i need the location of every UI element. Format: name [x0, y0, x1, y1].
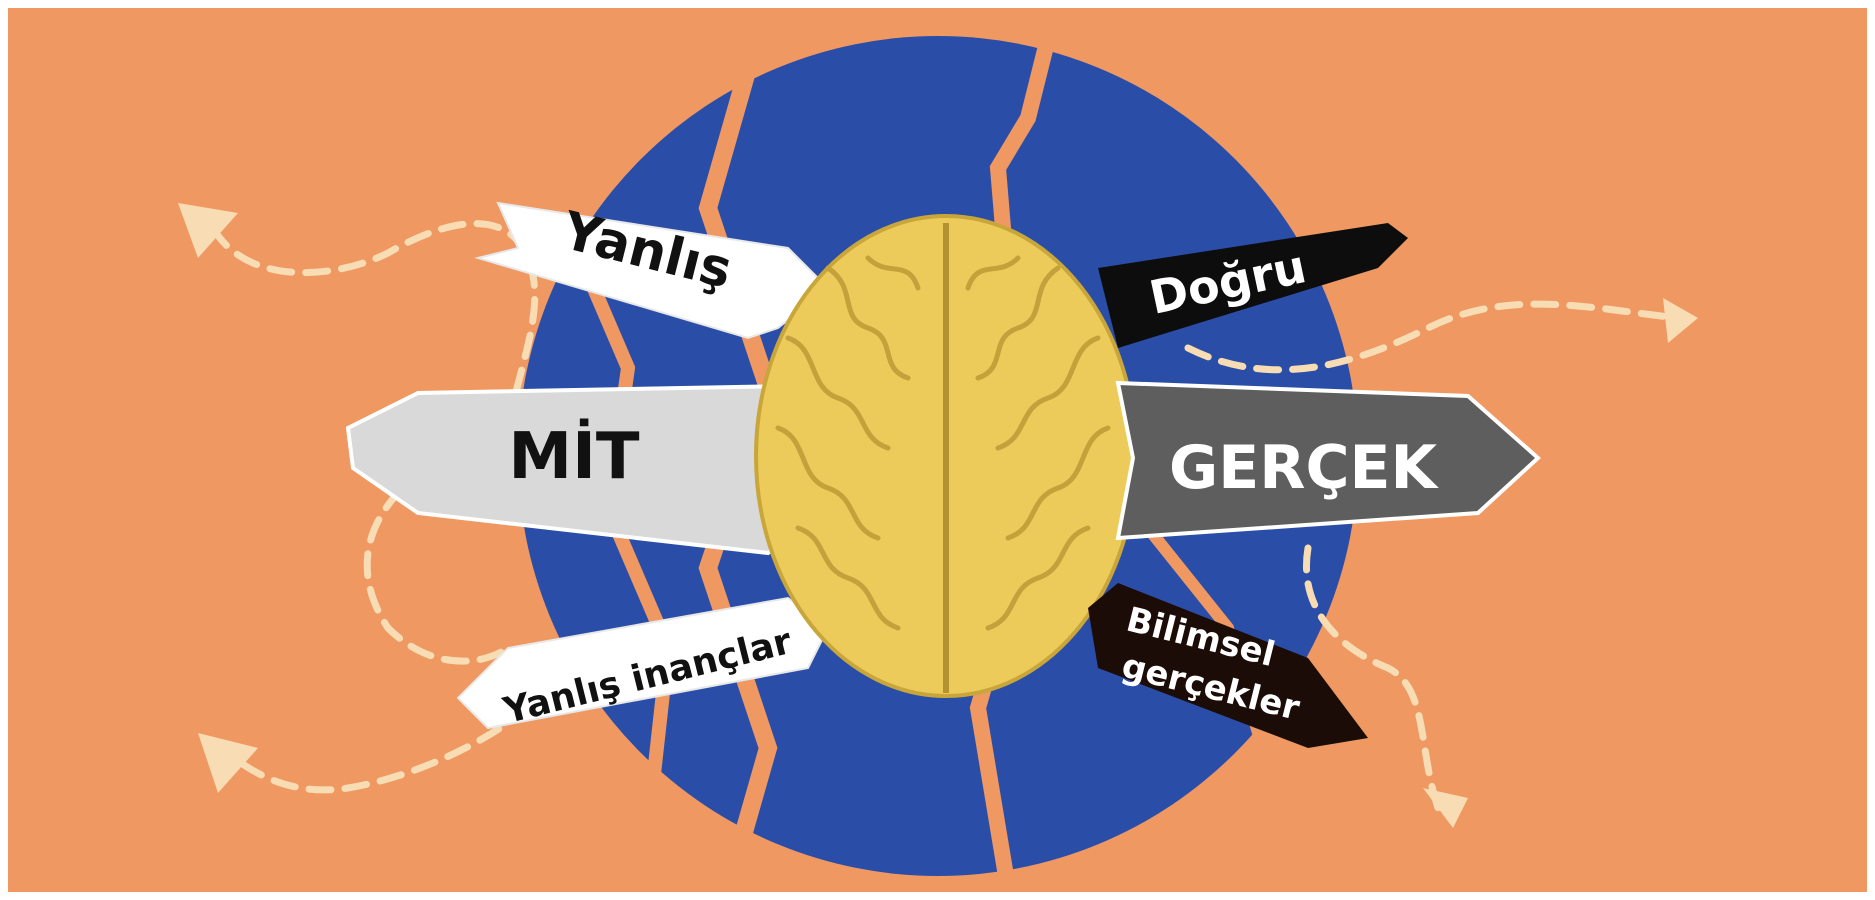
dashed-arrow-icon — [209, 220, 1682, 812]
sign-fact-label: GERÇEK — [1169, 433, 1439, 503]
infographic-canvas: Yanlış MİT Yanlış inançlar Doğru — [8, 8, 1867, 892]
sign-myth-label: MİT — [508, 418, 640, 494]
sign-myth: MİT — [345, 383, 811, 556]
infographic-svg: Yanlış MİT Yanlış inançlar Doğru — [178, 36, 1698, 891]
sign-fact: GERÇEK — [1115, 380, 1541, 541]
brain-icon — [754, 214, 1138, 698]
arrowhead-icon — [178, 203, 1698, 828]
